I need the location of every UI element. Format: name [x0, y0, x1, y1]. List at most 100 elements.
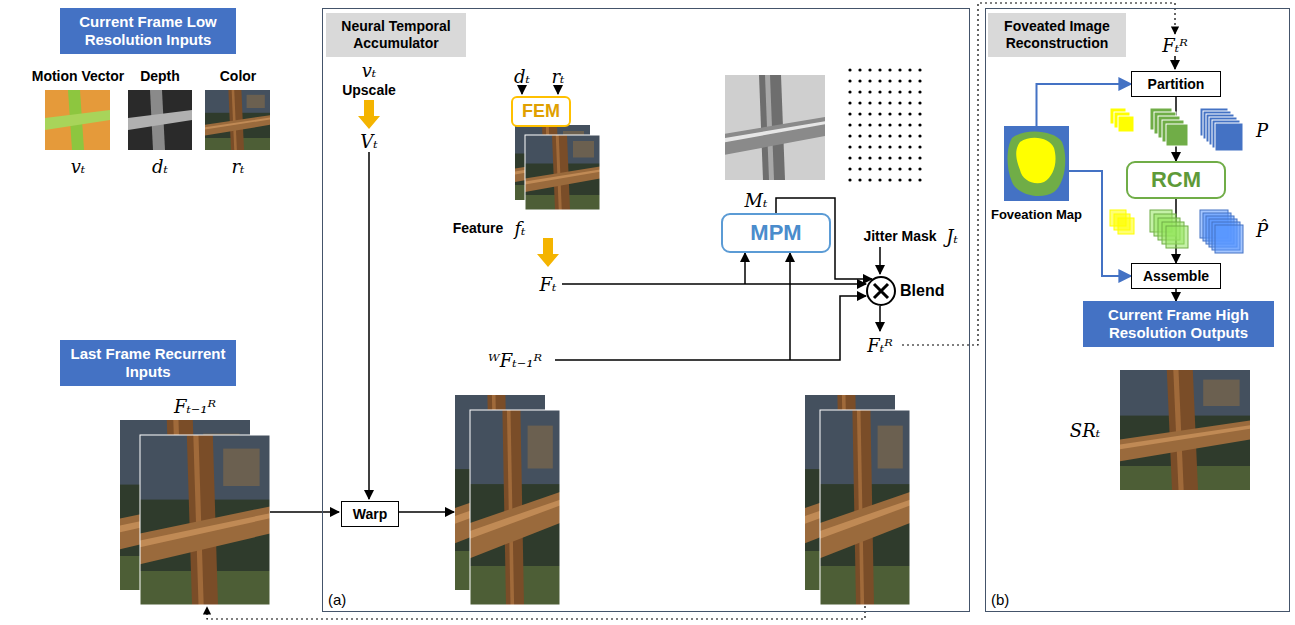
jitter-mask-dots [898, 90, 901, 93]
symbol-label: vₜ [71, 156, 86, 177]
node-text: Partition [1148, 76, 1205, 92]
jitter-mask-dots [908, 134, 911, 137]
jitter-mask-dots [848, 167, 851, 170]
symbol-label: rₜ [551, 66, 564, 87]
node-text: Foveation Map [991, 207, 1082, 222]
jitter-mask-dots [878, 79, 881, 82]
jitter-mask-dots [868, 79, 871, 82]
jitter-mask-dots [858, 134, 861, 137]
jitter-mask-dots [858, 178, 861, 181]
jitter-mask-dots [888, 178, 891, 181]
patch-squares [1166, 124, 1188, 146]
last-frame-image-stack [140, 435, 270, 605]
depth-image [128, 90, 192, 150]
super-resolution-image [1120, 370, 1250, 490]
process-box: Partition [1131, 71, 1221, 97]
flow-arrow [521, 86, 523, 94]
symbol-label: vₜ [362, 60, 377, 81]
module-heading: Foveated Image Reconstruction [988, 13, 1126, 57]
input-name: Motion Vector [32, 68, 125, 84]
flow-arrow [879, 306, 881, 331]
edge-label: P̂ [1254, 220, 1270, 241]
jitter-mask-dots [858, 167, 861, 170]
jitter-mask-dots [888, 90, 891, 93]
jitter-mask-dots [848, 123, 851, 126]
symbol-label: Jₜ [946, 226, 958, 247]
jitter-mask-dots [868, 156, 871, 159]
motion-vector-image [45, 90, 110, 150]
output-image-stack [820, 410, 910, 605]
patch-squares [1118, 218, 1134, 234]
upscale-arrow [358, 100, 559, 267]
jitter-mask-dots [918, 178, 921, 181]
flow-connector [1175, 289, 1177, 301]
multiply-symbol [868, 278, 894, 304]
jitter-mask-dots [908, 101, 911, 104]
jitter-mask-dots [918, 112, 921, 115]
fovea-region [1016, 138, 1055, 184]
depth-image [128, 110, 192, 130]
jitter-mask-dots [868, 90, 871, 93]
warped-image-stack [470, 410, 560, 605]
jitter-mask-dots [898, 134, 901, 137]
jitter-mask-dots [898, 167, 901, 170]
symbol-label: dₜ [514, 66, 530, 87]
feature-image-stack [525, 135, 600, 210]
jitter-mask-dots [868, 167, 871, 170]
symbol-label: Fₜᴿ [1162, 35, 1187, 56]
jitter-mask-dots [898, 178, 901, 181]
upscale-arrow [358, 100, 380, 129]
jitter-mask-dots [898, 145, 901, 148]
jitter-mask-dots [878, 178, 881, 181]
recurrent-dotted-arrow [207, 3, 1175, 619]
symbol-label: Fₜᴿ [867, 335, 892, 356]
jitter-mask-dots [898, 79, 901, 82]
jitter-mask-dots [888, 156, 891, 159]
jitter-mask-dots [888, 68, 891, 71]
last-frame-image-stack [120, 420, 270, 605]
node-text: Warp [353, 506, 387, 522]
jitter-mask-dots [878, 134, 881, 137]
jitter-mask-dots [918, 123, 921, 126]
input-heading: Current Frame Low Resolution Inputs [60, 8, 236, 54]
jitter-mask-dots [908, 178, 911, 181]
flow-arrow [879, 247, 881, 274]
step-name: Jitter Mask [863, 228, 936, 244]
jitter-mask-dots [908, 112, 911, 115]
flow-arrow [270, 511, 339, 513]
patch-squares [1110, 108, 1243, 253]
node-text: Current Frame Low Resolution Inputs [69, 13, 227, 49]
color-image [205, 90, 270, 150]
symbol-label: ᵂFₜ₋₁ᴿ [488, 350, 542, 371]
flow-arrow [539, 122, 541, 124]
process-box: MPM [721, 213, 831, 253]
node-text: (a) [328, 591, 346, 608]
feature-image-stack [525, 135, 600, 210]
flow-arrow [555, 296, 866, 360]
jitter-mask-dots [898, 101, 901, 104]
jitter-mask-dots [918, 90, 921, 93]
node-text: MPM [750, 220, 801, 246]
jitter-mask-dots [908, 68, 911, 71]
symbol-label: rₜ [231, 156, 244, 177]
jitter-mask-dots [878, 167, 881, 170]
jitter-mask-dots [858, 68, 861, 71]
jitter-mask-dots [888, 145, 891, 148]
step-name: Upscale [342, 82, 396, 98]
input-name: Color [220, 68, 257, 84]
patch-squares [1215, 123, 1243, 151]
blend-operator: Blend [866, 276, 896, 306]
jitter-mask-dots [858, 90, 861, 93]
blend-mask-image [725, 75, 825, 180]
jitter-mask-dots [868, 145, 871, 148]
flow-arrow [368, 152, 370, 499]
flow-arrow [270, 56, 1175, 512]
recurrent-dotted-arrow [207, 606, 865, 619]
flow-arrow [399, 511, 454, 513]
feature-image-stack [515, 125, 600, 210]
jitter-mask-dots [908, 90, 911, 93]
super-resolution-image [1120, 370, 1250, 490]
jitter-mask-dots [858, 112, 861, 115]
blend-mask-image [725, 75, 825, 180]
jitter-mask-dots [888, 123, 891, 126]
